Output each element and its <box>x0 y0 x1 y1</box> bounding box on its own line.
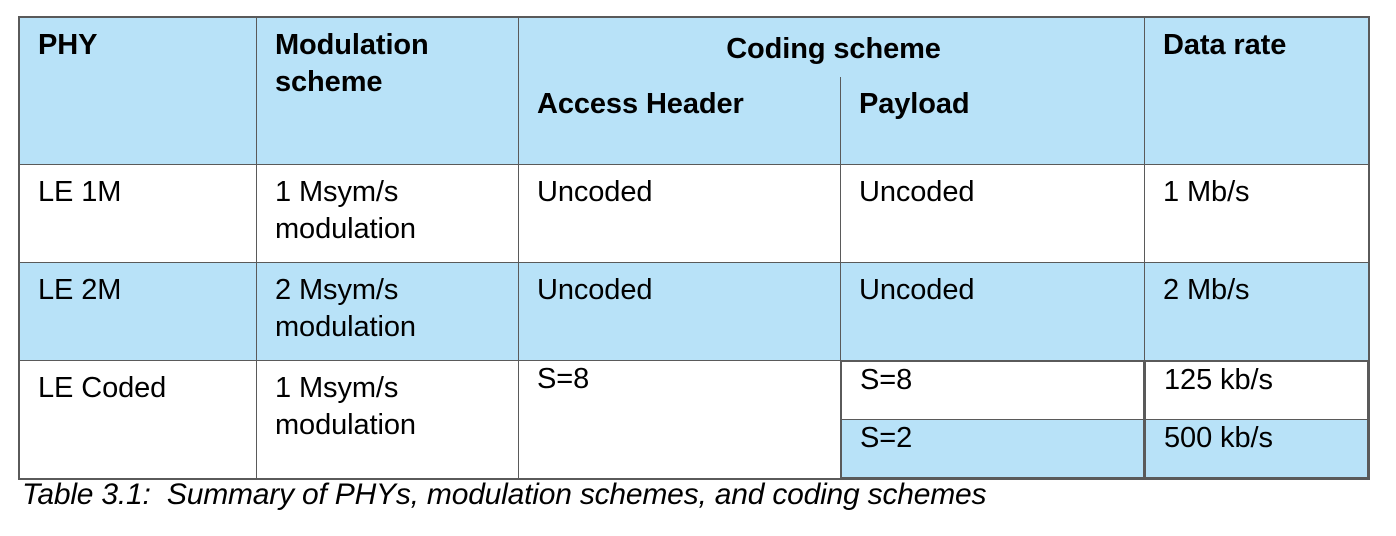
cell-payload: S=2 <box>840 419 1145 479</box>
data-rate-subrow: 500 kb/s <box>1145 419 1369 479</box>
table-caption: Table 3.1: Summary of PHYs, modulation s… <box>22 478 987 511</box>
cell-data-rate-label: 500 kb/s <box>1164 422 1273 455</box>
payload-subrow: S=2 <box>840 419 1145 479</box>
table-row: LE 2M 2 Msym/s modulation Uncoded Uncode… <box>19 262 1370 362</box>
cell-access-header-label: S=8 <box>537 363 590 396</box>
column-header-data-rate-label: Data rate <box>1163 29 1287 61</box>
column-header-phy: PHY <box>19 16 257 166</box>
column-header-payload: Payload <box>839 77 1146 166</box>
cell-data-rate: 500 kb/s <box>1145 419 1369 479</box>
cell-data-rate-group: 125 kb/s 500 kb/s <box>1144 360 1370 480</box>
cell-modulation-scheme: 2 Msym/s modulation <box>256 262 519 362</box>
cell-modulation-line-1: 1 Msym/s <box>275 372 399 405</box>
cell-data-rate: 125 kb/s <box>1145 361 1369 421</box>
cell-phy-label: LE 2M <box>38 274 122 307</box>
payload-subrow: S=8 <box>840 361 1145 421</box>
cell-modulation-scheme: 1 Msym/s modulation <box>256 360 519 480</box>
cell-payload-label: Uncoded <box>859 274 975 307</box>
column-header-access-header: Access Header <box>518 77 841 166</box>
cell-data-rate: 1 Mb/s <box>1144 164 1370 264</box>
cell-modulation-line-1: 1 Msym/s <box>275 176 399 209</box>
cell-phy: LE Coded <box>19 360 257 480</box>
cell-phy: LE 2M <box>19 262 257 362</box>
column-header-modulation-line-2: scheme <box>275 66 383 99</box>
cell-payload-label: S=2 <box>860 422 913 455</box>
cell-modulation-scheme-text: 2 Msym/s modulation <box>257 263 518 355</box>
cell-phy: LE 1M <box>19 164 257 264</box>
column-header-payload-label: Payload <box>859 88 970 121</box>
cell-payload: S=8 <box>840 361 1145 421</box>
cell-data-rate-label: 125 kb/s <box>1164 364 1273 397</box>
cell-access-header-label: Uncoded <box>537 176 653 209</box>
group-header-coding-scheme-label: Coding scheme <box>726 33 941 65</box>
phy-summary-table: PHY Modulation scheme Coding scheme Data… <box>17 15 1371 481</box>
cell-payload: Uncoded <box>839 262 1146 362</box>
column-header-phy-label: PHY <box>38 29 98 61</box>
cell-access-header: Uncoded <box>518 262 841 362</box>
cell-modulation-line-2: modulation <box>275 409 416 442</box>
group-header-coding-scheme: Coding scheme <box>517 17 1146 78</box>
cell-modulation-scheme-text: 1 Msym/s modulation <box>257 361 518 453</box>
cell-access-header: Uncoded <box>518 164 841 264</box>
cell-modulation-scheme: 1 Msym/s modulation <box>256 164 519 264</box>
cell-modulation-line-1: 2 Msym/s <box>275 274 399 307</box>
cell-data-rate-label: 2 Mb/s <box>1163 274 1250 307</box>
table-header-row: PHY Modulation scheme Coding scheme Data… <box>19 16 1370 166</box>
payload-subrows: S=8 S=2 <box>840 361 1145 479</box>
cell-modulation-line-2: modulation <box>275 311 416 344</box>
cell-access-header: S=8 <box>518 360 841 480</box>
column-header-modulation-scheme-text: Modulation scheme <box>257 18 518 112</box>
cell-modulation-line-2: modulation <box>275 213 416 246</box>
data-rate-subrow: 125 kb/s <box>1145 361 1369 421</box>
cell-payload: Uncoded <box>839 164 1146 264</box>
table-row: LE 1M 1 Msym/s modulation Uncoded Uncode… <box>19 164 1370 264</box>
table-subheader-row: Access Header Payload <box>20 77 1369 166</box>
cell-data-rate: 2 Mb/s <box>1144 262 1370 362</box>
column-header-data-rate: Data rate <box>1144 16 1370 166</box>
cell-modulation-scheme-text: 1 Msym/s modulation <box>257 165 518 257</box>
cell-phy-label: LE Coded <box>38 372 167 405</box>
column-header-modulation-line-1: Modulation <box>275 29 429 61</box>
cell-payload-label: S=8 <box>860 364 913 397</box>
column-header-modulation-scheme: Modulation scheme <box>256 16 519 166</box>
cell-phy-label: LE 1M <box>38 176 122 209</box>
data-rate-subrows: 125 kb/s 500 kb/s <box>1145 361 1369 479</box>
table-row: LE Coded 1 Msym/s modulation S=8 <box>19 360 1370 480</box>
cell-payload-group: S=8 S=2 <box>839 360 1146 480</box>
cell-data-rate-label: 1 Mb/s <box>1163 176 1250 209</box>
column-header-access-header-label: Access Header <box>537 88 744 121</box>
cell-payload-label: Uncoded <box>859 176 975 209</box>
cell-access-header-label: Uncoded <box>537 274 653 307</box>
